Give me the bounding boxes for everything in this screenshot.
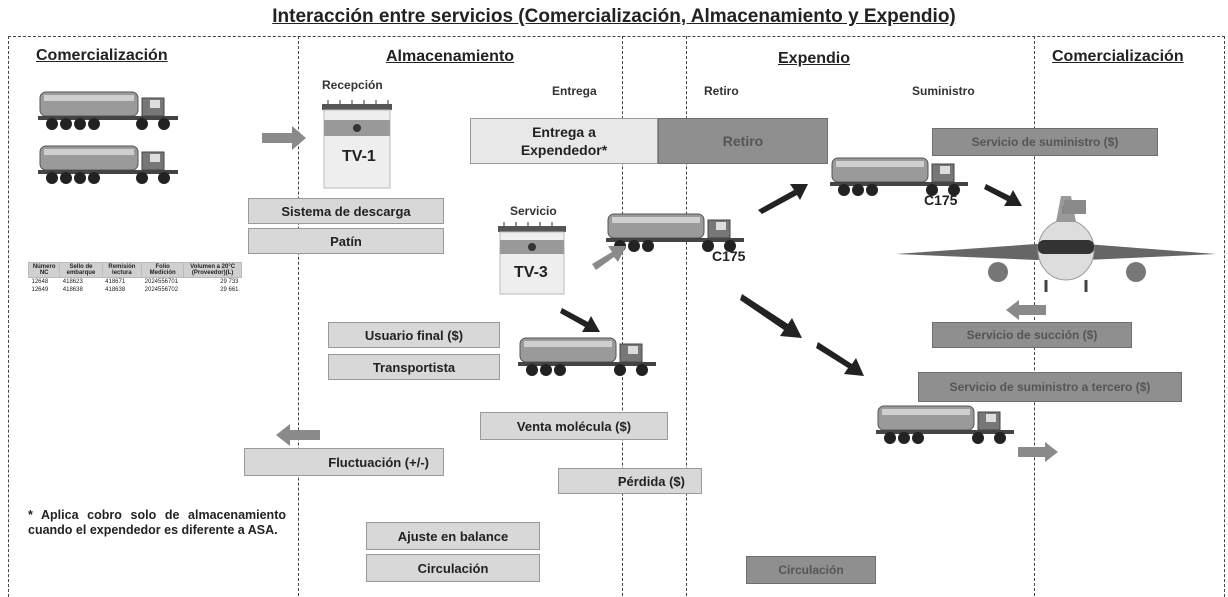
- tanker-truck-icon: [38, 145, 178, 184]
- tank-tv1-label: TV-1: [342, 148, 376, 165]
- box-transportista: Transportista: [328, 354, 500, 380]
- box-circulacion-right: Circulación: [746, 556, 876, 584]
- arrow-down-right-icon: [740, 294, 802, 338]
- box-sistema-descarga: Sistema de descarga: [248, 198, 444, 224]
- table-cell: 418671: [105, 279, 126, 285]
- divider-comercializacion-almacenamiento: [298, 36, 299, 596]
- footnote: * Aplica cobro solo de almacenamiento cu…: [28, 508, 286, 537]
- box-servicio-suministro: Servicio de suministro ($): [932, 128, 1158, 156]
- table-cell: 29 661: [220, 287, 239, 293]
- arrow-down-right-icon: [816, 342, 864, 376]
- box-patin: Patín: [248, 228, 444, 254]
- box-entrega-expendedor: Entrega a Expendedor*: [470, 118, 658, 164]
- box-servicio-suministro-tercero: Servicio de suministro a tercero ($): [918, 372, 1182, 402]
- subheader-entrega: Entrega: [552, 84, 597, 98]
- storage-tank-icon: [498, 222, 566, 295]
- airplane-icon: [896, 196, 1216, 292]
- section-comercializacion-left: Comercialización: [36, 47, 168, 64]
- diagram-title: Interacción entre servicios (Comercializ…: [272, 6, 956, 27]
- divider-almacenamiento-expendio: [686, 36, 687, 596]
- table-cell: 418623: [62, 279, 83, 285]
- box-fluctuacion: Fluctuación (+/-): [244, 448, 444, 476]
- table-cell: 418638: [62, 287, 83, 293]
- arrow-up-right-icon: [758, 184, 808, 214]
- box-servicio-succion: Servicio de succión ($): [932, 322, 1132, 348]
- table-cell: 12648: [31, 279, 49, 285]
- box-circulacion-left: Circulación: [366, 554, 540, 582]
- table-header: Sello de embarque: [59, 262, 103, 278]
- subheader-retiro: Retiro: [704, 84, 739, 98]
- code-c175: C175: [712, 248, 746, 264]
- arrow-up-right-icon: [592, 246, 626, 270]
- box-ajuste-balance: Ajuste en balance: [366, 522, 540, 550]
- tanker-truck-icon: [518, 337, 656, 376]
- section-comercializacion-right: Comercialización: [1052, 48, 1184, 65]
- storage-tank-icon: [322, 100, 392, 189]
- box-usuario-final: Usuario final ($): [328, 322, 500, 348]
- tank-tv3-label: TV-3: [514, 264, 548, 281]
- divider-entrega: [622, 36, 623, 596]
- box-retiro: Retiro: [658, 118, 828, 164]
- subheader-recepcion: Recepción: [322, 78, 383, 92]
- table-header: Número NC: [27, 262, 61, 278]
- arrow-right-icon: [1018, 442, 1058, 462]
- table-row: 12648 418623 418671 2024556701 29 733: [29, 278, 242, 287]
- divider-expendio-comercializacion: [1034, 36, 1035, 596]
- table-header-row: Número NC Sello de embarque Remisión lec…: [27, 262, 242, 278]
- code-c175: C175: [924, 192, 958, 208]
- box-perdida: Pérdida ($): [558, 468, 702, 494]
- tanker-truck-icon: [606, 213, 744, 252]
- measurement-table: Número NC Sello de embarque Remisión lec…: [27, 262, 242, 294]
- tanker-truck-icon: [38, 91, 178, 130]
- table-header: Volumen a 20°C (Proveedor)(L): [183, 262, 242, 278]
- box-venta-molecula: Venta molécula ($): [480, 412, 668, 440]
- arrow-down-right-icon: [560, 308, 600, 332]
- table-cell: 2024556702: [144, 287, 179, 293]
- marker-icon: [1064, 200, 1086, 214]
- table-cell: 12649: [31, 287, 49, 293]
- subheader-suministro: Suministro: [912, 84, 975, 98]
- table-cell: 29 733: [220, 279, 239, 285]
- table-cell: 2024556701: [144, 279, 179, 285]
- table-row: 12649 418638 418638 2024556702 29 661: [29, 286, 242, 294]
- arrow-left-icon: [1006, 300, 1046, 320]
- table-cell: 418638: [105, 287, 126, 293]
- tanker-truck-icon: [830, 157, 968, 196]
- arrow-down-right-icon: [984, 184, 1022, 206]
- section-expendio: Expendio: [778, 50, 851, 67]
- arrow-left-icon: [276, 424, 320, 446]
- table-header: Folio Medición: [141, 262, 185, 278]
- subheader-servicio: Servicio: [510, 204, 557, 218]
- arrow-right-icon: [262, 126, 306, 150]
- diagram-frame: [8, 36, 1225, 597]
- tanker-truck-icon: [876, 405, 1014, 444]
- table-header: Remisión lectura: [101, 262, 143, 278]
- section-almacenamiento: Almacenamiento: [386, 48, 515, 65]
